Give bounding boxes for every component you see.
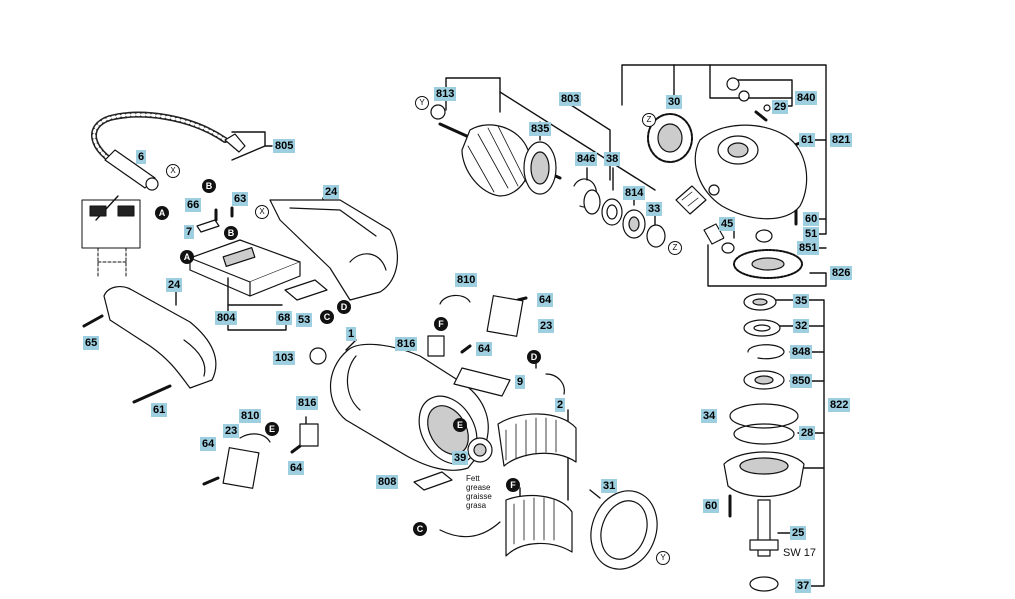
marker-x-cord: X [166, 164, 180, 178]
part-label-24-upper: 24 [323, 185, 340, 199]
marker-b-cord: B [202, 179, 216, 193]
part-label-34: 34 [701, 409, 718, 423]
part-label-816-lower: 816 [296, 396, 319, 410]
part-label-30: 30 [666, 95, 683, 109]
motor-housing [329, 343, 489, 471]
part-label-848: 848 [790, 345, 813, 359]
part-label-850: 850 [790, 374, 813, 388]
part-label-63: 63 [232, 192, 249, 206]
part-label-66: 66 [185, 198, 202, 212]
part-label-803: 803 [559, 92, 582, 106]
marker-y-armature: Y [415, 96, 429, 110]
part-label-68: 68 [276, 311, 293, 325]
marker-z-bearing: Z [668, 241, 682, 255]
armature [430, 104, 562, 197]
part-label-39: 39 [452, 451, 469, 465]
power-cord [91, 111, 246, 191]
bevel-gear-small [647, 113, 693, 163]
part-label-61-upper: 61 [799, 133, 816, 147]
marker-x-handle: X [255, 205, 269, 219]
part-label-45: 45 [719, 217, 736, 231]
part-label-51: 51 [803, 227, 820, 241]
marker-d-switch: D [337, 300, 351, 314]
part-label-64-a: 64 [537, 293, 554, 307]
marker-y-cover: Y [656, 551, 670, 565]
part-label-846: 846 [575, 152, 598, 166]
part-label-810-lower: 810 [239, 409, 262, 423]
plates [413, 367, 511, 491]
part-label-813: 813 [434, 87, 457, 101]
marker-c-switch: C [320, 310, 334, 324]
part-label-810-upper: 810 [455, 273, 478, 287]
fan [467, 437, 493, 463]
part-label-9: 9 [515, 375, 526, 389]
part-label-32: 32 [793, 319, 810, 333]
part-label-816-upper: 816 [395, 337, 418, 351]
pinion [703, 223, 773, 254]
part-label-31: 31 [601, 479, 618, 493]
part-label-835: 835 [529, 122, 552, 136]
bearings-upper [573, 178, 666, 248]
part-label-24-lower: 24 [166, 278, 183, 292]
part-label-60-upper: 60 [803, 212, 820, 226]
part-label-840: 840 [795, 91, 818, 105]
marker-c-coil: C [413, 522, 427, 536]
marker-z-gear: Z [642, 113, 656, 127]
wiring-schematic [81, 199, 141, 277]
part-label-64-c: 64 [200, 437, 217, 451]
rear-cover [590, 490, 658, 570]
marker-b-switch: B [224, 226, 238, 240]
part-label-53: 53 [296, 313, 313, 327]
part-label-23-upper: 23 [538, 319, 555, 333]
part-label-33: 33 [646, 202, 663, 216]
part-label-7: 7 [184, 225, 195, 239]
gear-housing [675, 124, 808, 220]
part-label-804: 804 [215, 311, 238, 325]
part-label-28: 28 [799, 426, 816, 440]
part-label-38: 38 [604, 152, 621, 166]
handle-half-lower [103, 286, 217, 389]
small-parts-upper [726, 77, 771, 122]
part-label-103: 103 [273, 351, 296, 365]
marker-e-brush: E [265, 422, 279, 436]
marker-d-housing: D [527, 350, 541, 364]
wrench-size-note: SW 17 [783, 547, 817, 559]
marker-f-lower: F [506, 478, 520, 492]
part-label-23-lower: 23 [223, 424, 240, 438]
part-label-805: 805 [273, 139, 296, 153]
field-coil [439, 373, 577, 557]
part-label-25: 25 [790, 526, 807, 540]
part-label-64-b: 64 [476, 342, 493, 356]
part-label-851: 851 [797, 241, 820, 255]
spindle-stack [723, 293, 805, 592]
part-label-821: 821 [830, 133, 853, 147]
marker-a-switch: A [180, 250, 194, 264]
brush-holders [222, 294, 524, 489]
part-label-814: 814 [623, 186, 646, 200]
part-label-826: 826 [830, 266, 853, 280]
part-label-60-lower: 60 [703, 499, 720, 513]
marker-e-housing: E [453, 418, 467, 432]
switch-assembly [189, 219, 328, 301]
part-label-65: 65 [83, 336, 100, 350]
marker-f-upper: F [434, 317, 448, 331]
part-label-61-lower: 61 [151, 403, 168, 417]
marker-a-left: A [155, 206, 169, 220]
handle-half-upper [269, 199, 398, 301]
part-label-808: 808 [376, 475, 399, 489]
part-label-822: 822 [828, 398, 851, 412]
part-label-6: 6 [136, 150, 147, 164]
part-label-2: 2 [555, 398, 566, 412]
part-label-29: 29 [772, 100, 789, 114]
part-label-35: 35 [793, 294, 810, 308]
grease-note: Fett grease graisse grasa [466, 474, 492, 510]
part-label-37: 37 [795, 579, 812, 593]
part-label-64-d: 64 [288, 461, 305, 475]
part-label-1: 1 [346, 327, 357, 341]
crown-gear [733, 249, 803, 279]
